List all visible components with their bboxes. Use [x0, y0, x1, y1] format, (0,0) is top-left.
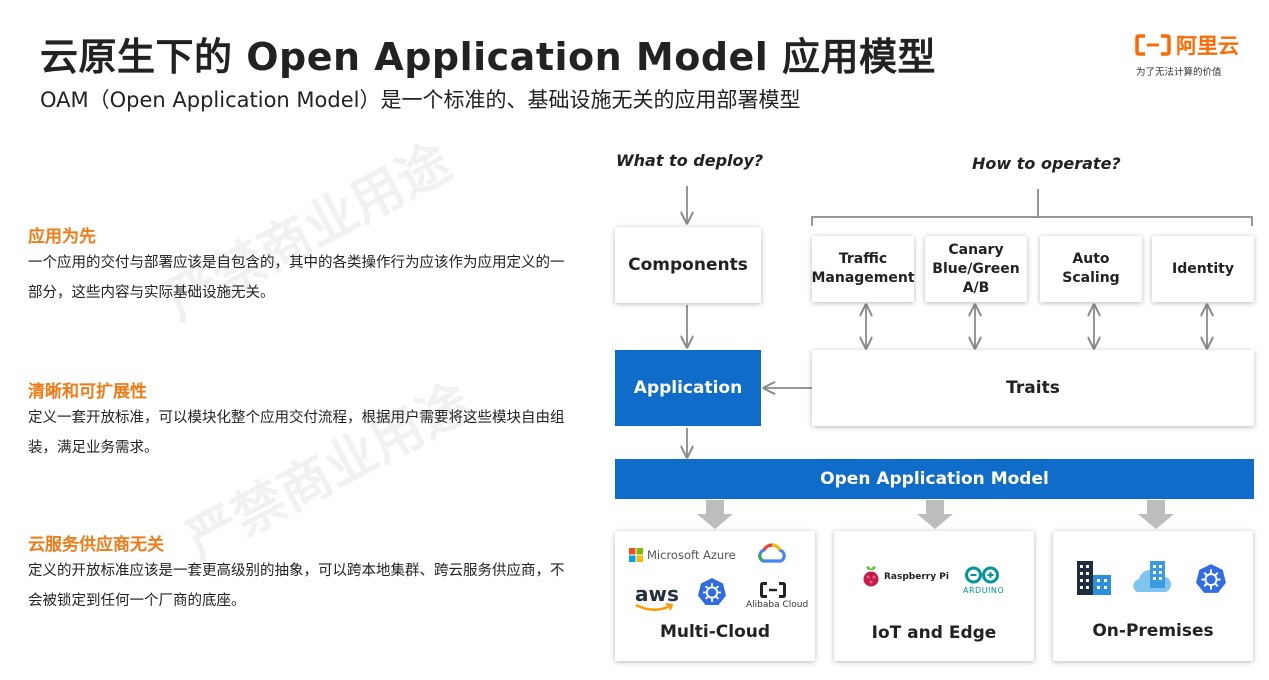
- section-body-app-first: 一个应用的交付与部署应该是自包含的，其中的各类操作行为应该作为应用定义的一部分，…: [28, 255, 565, 301]
- trait-line: Canary: [948, 241, 1004, 258]
- section-heading-app-first: 应用为先: [28, 227, 96, 247]
- platform-iot-edge: Raspberry Pi ARDUINO IoT and Edge: [834, 531, 1034, 661]
- alibaba-cloud-logo-text: Alibaba Cloud: [746, 600, 809, 610]
- arduino-icon: [965, 566, 999, 584]
- down-arrow-iot: [917, 500, 953, 529]
- alibaba-cloud-icon: [760, 582, 786, 598]
- platform-on-premises: On-Premises: [1053, 531, 1253, 661]
- section-body-vendor-neutral: 定义的开放标准应该是一套更高级别的抽象，可以跨本地集群、跨云服务供应商，不会被锁…: [28, 563, 565, 609]
- section-heading-vendor-neutral: 云服务供应商无关: [28, 535, 164, 555]
- oam-bar: Open Application Model: [615, 459, 1254, 499]
- raspberry-pi-icon: [863, 566, 879, 587]
- application-box: Application: [615, 350, 761, 426]
- microsoft-logo-icon: [629, 548, 643, 562]
- trait-line: Traffic: [838, 251, 888, 267]
- page-title: 云原生下的 Open Application Model 应用模型: [40, 35, 937, 79]
- azure-logo-text: Microsoft Azure: [647, 548, 736, 562]
- components-label: Components: [628, 255, 748, 275]
- trait-identity: Identity: [1152, 236, 1254, 302]
- aws-smile-icon: [635, 603, 674, 611]
- platform-title-iot-edge: IoT and Edge: [871, 623, 997, 643]
- platform-title-multi-cloud: Multi-Cloud: [659, 622, 771, 642]
- building-icon: [1077, 561, 1111, 595]
- down-arrow-onprem: [1138, 500, 1174, 529]
- how-to-operate-bracket: [811, 189, 1253, 226]
- application-label: Application: [633, 378, 743, 398]
- platform-multi-cloud: Microsoft Azure aws Alibaba Cloud Multi-…: [615, 531, 815, 661]
- platform-title-on-premises: On-Premises: [1092, 621, 1214, 641]
- cloud-datacenter-icon: [1133, 561, 1172, 592]
- down-arrow-multicloud: [697, 500, 733, 529]
- logo-name: 阿里云: [1176, 34, 1239, 58]
- raspberry-pi-logo-text: Raspberry Pi: [884, 572, 949, 582]
- aws-logo-text: aws: [635, 582, 679, 606]
- trait-line: A/B: [962, 279, 990, 296]
- trait-line: Blue/Green: [932, 260, 1020, 277]
- trait-line: Identity: [1171, 260, 1234, 277]
- logo-slogan: 为了无法计算的价值: [1136, 67, 1222, 78]
- google-cloud-icon: [758, 543, 786, 563]
- components-box: Components: [615, 227, 761, 303]
- section-heading-extensibility: 清晰和可扩展性: [28, 382, 147, 402]
- trait-line: Auto: [1072, 251, 1110, 267]
- traits-label: Traits: [1006, 378, 1060, 398]
- arduino-logo-text: ARDUINO: [963, 586, 1005, 595]
- alibaba-cloud-mark-icon: [1135, 34, 1171, 56]
- kubernetes-icon: [698, 578, 726, 605]
- section-body-extensibility: 定义一套开放标准，可以模块化整个应用交付流程，根据用户需要将这些模块自由组装，满…: [28, 410, 565, 456]
- trait-line: Scaling: [1062, 270, 1120, 286]
- how-to-operate-label: How to operate?: [972, 154, 1121, 173]
- trait-line: Management: [811, 270, 915, 286]
- oam-bar-label: Open Application Model: [820, 469, 1049, 489]
- traits-box: Traits: [812, 350, 1254, 426]
- page-subtitle: OAM（Open Application Model）是一个标准的、基础设施无关…: [40, 88, 801, 112]
- kubernetes-icon: [1196, 564, 1226, 593]
- what-to-deploy-label: What to deploy?: [616, 151, 764, 170]
- alibaba-cloud-logo: 阿里云 为了无法计算的价值: [1135, 30, 1248, 78]
